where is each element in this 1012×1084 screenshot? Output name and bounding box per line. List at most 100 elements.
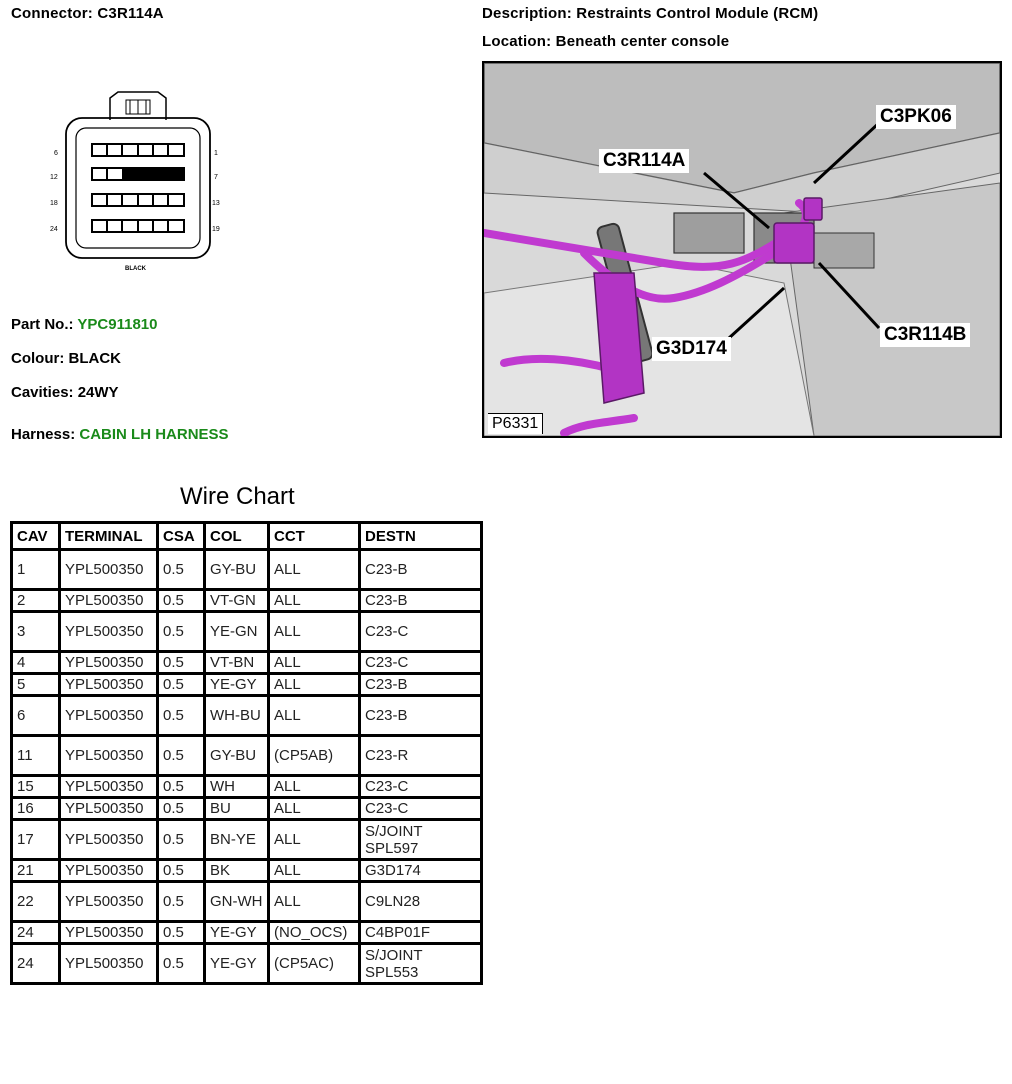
pin-label-left-4: 24 (50, 226, 58, 233)
cell-csa: 0.5 (156, 610, 206, 653)
cavity-row-4 (91, 219, 185, 233)
cell-destn: C23-B (358, 672, 483, 697)
cell-terminal: YPL500350 (58, 858, 159, 883)
cell-terminal: YPL500350 (58, 796, 159, 821)
connector-value: C3R114A (97, 5, 164, 22)
cell-csa: 0.5 (156, 694, 206, 737)
cell-csa: 0.5 (156, 672, 206, 697)
cell-col: GY-BU (203, 548, 270, 591)
harness-value[interactable]: CABIN LH HARNESS (79, 426, 229, 443)
header-cct: CCT (267, 521, 361, 551)
photo-id-label: P6331 (488, 413, 544, 434)
cell-destn: C23-B (358, 548, 483, 591)
cell-csa: 0.5 (156, 796, 206, 821)
pin-label-left-2: 12 (50, 174, 58, 181)
cell-cct: ALL (267, 588, 361, 613)
cavities-row: Cavities: 24WY (11, 384, 119, 401)
cell-destn: C23-C (358, 610, 483, 653)
pin-label-right-3: 13 (212, 200, 220, 207)
callout-c3r114a: C3R114A (599, 149, 690, 173)
cell-terminal: YPL500350 (58, 880, 159, 923)
pin-label-right-1: 1 (214, 150, 218, 157)
callout-c3r114b: C3R114B (880, 323, 971, 347)
harness-row: Harness: CABIN LH HARNESS (11, 426, 229, 443)
header-csa: CSA (156, 521, 206, 551)
cell-cav: 24 (10, 920, 61, 945)
cell-cav: 2 (10, 588, 61, 613)
colour-row: Colour: BLACK (11, 350, 121, 367)
wire-chart-header-row: CAV TERMINAL CSA COL CCT DESTN (10, 521, 483, 551)
cell-destn: G3D174 (358, 858, 483, 883)
cell-destn: C4BP01F (358, 920, 483, 945)
connector-face-diagram: 6 12 18 24 1 7 13 19 BLACK (50, 91, 220, 272)
cell-cav: 16 (10, 796, 61, 821)
header-col: COL (203, 521, 270, 551)
cell-csa: 0.5 (156, 920, 206, 945)
part-number-row: Part No.: YPC911810 (11, 316, 158, 333)
part-number-value[interactable]: YPC911810 (77, 316, 158, 333)
callout-g3d174: G3D174 (652, 337, 731, 361)
cell-col: YE-GN (203, 610, 270, 653)
cell-csa: 0.5 (156, 548, 206, 591)
cell-terminal: YPL500350 (58, 588, 159, 613)
cell-cav: 17 (10, 818, 61, 861)
cell-col: BU (203, 796, 270, 821)
cell-destn: C23-B (358, 588, 483, 613)
cell-csa: 0.5 (156, 858, 206, 883)
cell-cav: 15 (10, 774, 61, 799)
cell-csa: 0.5 (156, 942, 206, 985)
cell-terminal: YPL500350 (58, 818, 159, 861)
cell-cct: ALL (267, 880, 361, 923)
cell-cct: (NO_OCS) (267, 920, 361, 945)
cell-col: YE-GY (203, 942, 270, 985)
cell-terminal: YPL500350 (58, 942, 159, 985)
colour-value: BLACK (68, 350, 122, 367)
header-cav: CAV (10, 521, 61, 551)
cell-cav: 4 (10, 650, 61, 675)
location-line: Location: Beneath center console (482, 33, 729, 50)
diagram-colour-caption: BLACK (125, 266, 147, 272)
description-label: Description: (482, 5, 572, 22)
cell-cct: ALL (267, 672, 361, 697)
cell-cct: ALL (267, 796, 361, 821)
cell-destn: S/JOINT SPL553 (358, 942, 483, 985)
cell-csa: 0.5 (156, 650, 206, 675)
cell-cct: ALL (267, 694, 361, 737)
cell-cav: 22 (10, 880, 61, 923)
cell-col: GN-WH (203, 880, 270, 923)
pin-label-left-3: 18 (50, 200, 58, 207)
cell-csa: 0.5 (156, 818, 206, 861)
cell-cct: (CP5AB) (267, 734, 361, 777)
cell-col: BK (203, 858, 270, 883)
cell-destn: C23-R (358, 734, 483, 777)
cell-cct: ALL (267, 858, 361, 883)
connector-title: Connector: C3R114A (11, 5, 164, 22)
cell-destn: C23-C (358, 650, 483, 675)
cell-col: GY-BU (203, 734, 270, 777)
cell-col: BN-YE (203, 818, 270, 861)
pin-label-right-2: 7 (214, 174, 218, 181)
cell-destn: C23-C (358, 796, 483, 821)
cell-cav: 3 (10, 610, 61, 653)
cell-csa: 0.5 (156, 734, 206, 777)
cell-col: YE-GY (203, 672, 270, 697)
cavities-label: Cavities: (11, 384, 74, 401)
cell-col: WH (203, 774, 270, 799)
cell-destn: C9LN28 (358, 880, 483, 923)
cell-terminal: YPL500350 (58, 650, 159, 675)
cell-terminal: YPL500350 (58, 672, 159, 697)
pin-label-left-1: 6 (54, 150, 58, 157)
